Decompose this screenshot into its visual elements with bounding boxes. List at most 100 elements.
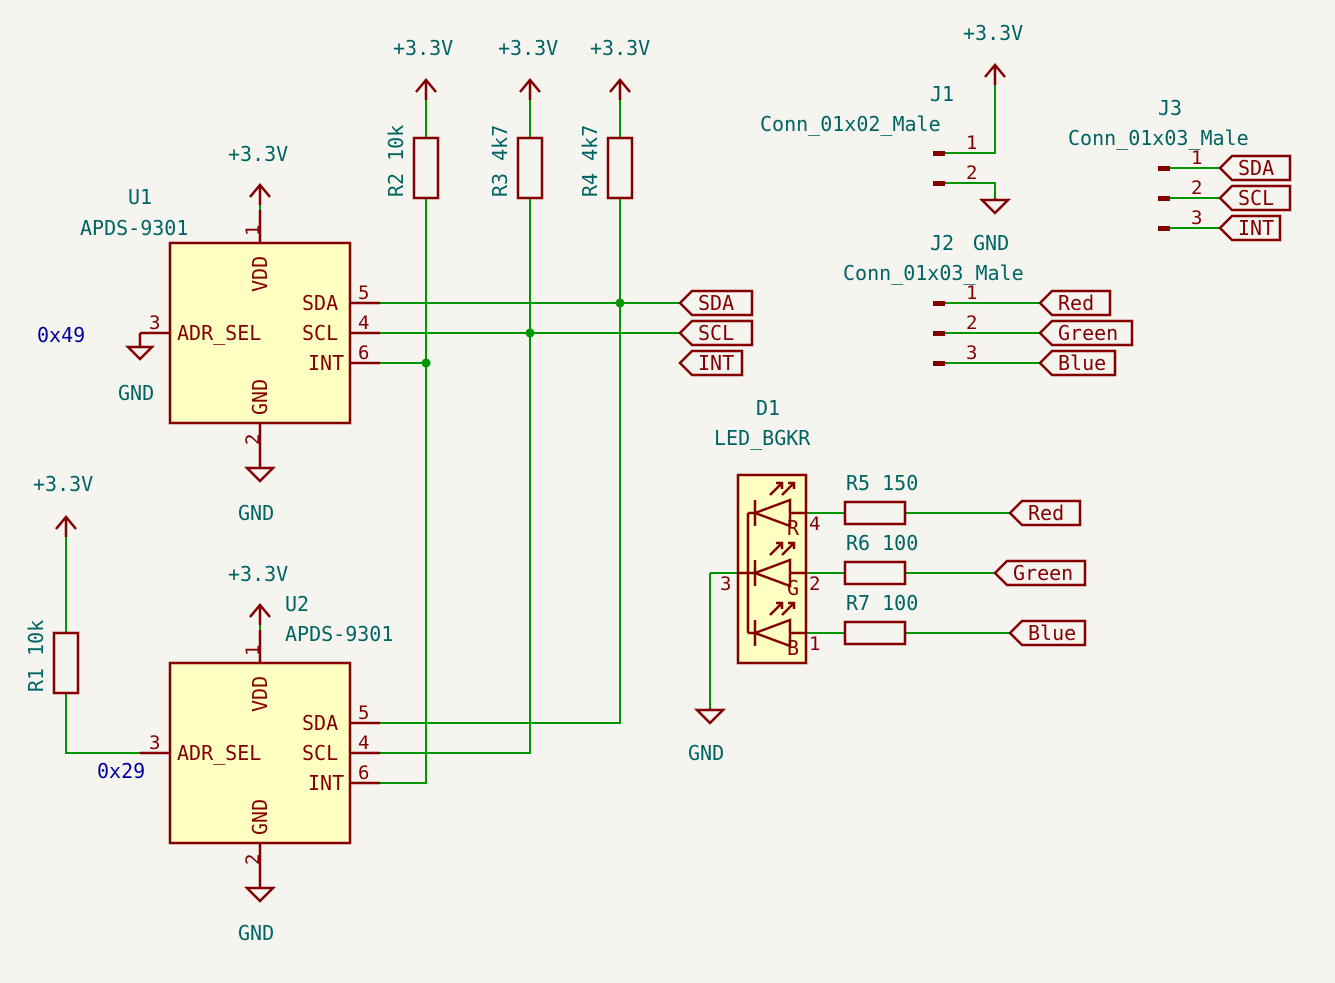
j3-ref: J3 [1158,96,1182,120]
pin-name-vdd: VDD [248,676,272,712]
net-label-scl-text: SCL [698,321,734,345]
j2-pin-stub [933,331,945,336]
r1-label: R1 10k [24,620,48,692]
pin-number: 1 [242,645,264,656]
vcc-label: +3.3V [228,562,288,586]
u2-value: APDS-9301 [285,622,393,646]
pin-number: 2 [242,434,264,445]
d1-value: LED_BGKR [714,426,811,450]
net-label-blue-d1: Blue [1008,619,1087,647]
junction-dot [421,358,431,368]
gnd-symbol-j1: GND [973,198,1012,255]
pin-name-int: INT [308,771,344,795]
pin-number: 4 [358,312,369,334]
pin-number: 4 [809,513,820,535]
j2-ref: J2 [930,231,954,255]
vcc-label: +3.3V [498,36,558,60]
gnd-label: GND [688,741,724,765]
r5-label: R5 150 [846,471,918,495]
pin-number: 6 [358,762,369,784]
pin-name-sda: SDA [302,291,338,315]
pin-name-adr-sel: ADR_SEL [177,321,261,345]
vcc-symbol-r4: +3.3V [590,36,650,100]
gnd-symbol-u1-adr: GND [118,333,156,405]
pin-number: 3 [966,342,977,364]
pin-number: 2 [1191,177,1202,199]
r7-label: R7 100 [846,591,918,615]
vcc-symbol-j1: +3.3V [963,21,1023,85]
pin-number: 3 [1191,207,1202,229]
led-blue-diode: B [748,601,806,660]
j3-pin-stub [1158,226,1170,231]
net-label-red-d1: Red [1008,499,1082,527]
u2-ref: U2 [285,592,309,616]
net-label-sda-text: SDA [698,291,734,315]
j1-pin-stub [933,181,945,186]
vcc-symbol-u1: +3.3V [228,142,288,205]
net-label-sda-j3: SDA [1218,154,1292,182]
net-label-red-text: Red [1058,291,1094,315]
net-label-green-j2: Green [1038,319,1134,347]
pin-number: 3 [149,312,160,334]
net-label-blue-text: Blue [1058,351,1106,375]
j3-pin-stub [1158,166,1170,171]
u2-address-note: 0x29 [97,759,145,783]
pin-number: 5 [358,282,369,304]
net-label-int-j3: INT [1218,214,1282,242]
ic-u1: U1 APDS-9301 0x49 ADR_SEL SDA SCL INT VD… [37,185,380,455]
pin-number: 6 [358,342,369,364]
j1-value: Conn_01x02_Male [760,112,941,136]
resistor-r2: R2 10k [384,125,440,200]
r4-label: R4 4k7 [578,125,602,197]
vcc-label: +3.3V [393,36,453,60]
led-d1: D1 LED_BGKR R G B 4 2 1 3 [714,396,820,665]
pin-name-gnd: GND [248,379,272,415]
net-label-int-text: INT [1238,216,1274,240]
net-label-scl-j3: SCL [1218,184,1292,212]
j3-value: Conn_01x03_Male [1068,126,1249,150]
pin-number: 3 [720,573,731,595]
pin-name-adr-sel: ADR_SEL [177,741,261,765]
connector-j2: J2 Conn_01x03_Male 1 2 3 [843,231,1024,366]
gnd-label: GND [118,381,154,405]
vcc-label: +3.3V [228,142,288,166]
resistor-r7: R7 100 [843,591,918,646]
pin-number: 1 [1191,147,1202,169]
net-label-int: INT [678,349,744,377]
pin-number: 3 [149,732,160,754]
vcc-label: +3.3V [33,472,93,496]
u1-ref: U1 [128,185,152,209]
led-color-letter: B [787,636,799,660]
net-label-blue-j2: Blue [1038,349,1117,377]
pin-number: 2 [966,162,977,184]
net-label-green-text: Green [1013,561,1073,585]
junctions [421,298,625,368]
net-label-red-text: Red [1028,501,1064,525]
j2-value: Conn_01x03_Male [843,261,1024,285]
pin-number: 4 [358,732,369,754]
pin-number: 2 [966,312,977,334]
pin-name-scl: SCL [302,741,338,765]
net-label-green-text: Green [1058,321,1118,345]
junction-dot [525,328,535,338]
pin-name-int: INT [308,351,344,375]
u1-address-note: 0x49 [37,323,85,347]
r3-label: R3 4k7 [488,125,512,197]
gnd-label: GND [238,501,274,525]
gnd-label: GND [238,921,274,945]
gnd-symbol-u1: GND [238,455,277,525]
net-label-scl: SCL [678,319,754,347]
r6-label: R6 100 [846,531,918,555]
pin-number: 2 [809,573,820,595]
pin-number: 1 [966,282,977,304]
led-red-diode: R [748,481,806,540]
net-label-blue-text: Blue [1028,621,1076,645]
vcc-label: +3.3V [963,21,1023,45]
d1-ref: D1 [756,396,780,420]
net-label-red-j2: Red [1038,289,1112,317]
resistor-r3: R3 4k7 [488,125,544,200]
resistor-r4: R4 4k7 [578,125,634,200]
net-label-int-text: INT [698,351,734,375]
